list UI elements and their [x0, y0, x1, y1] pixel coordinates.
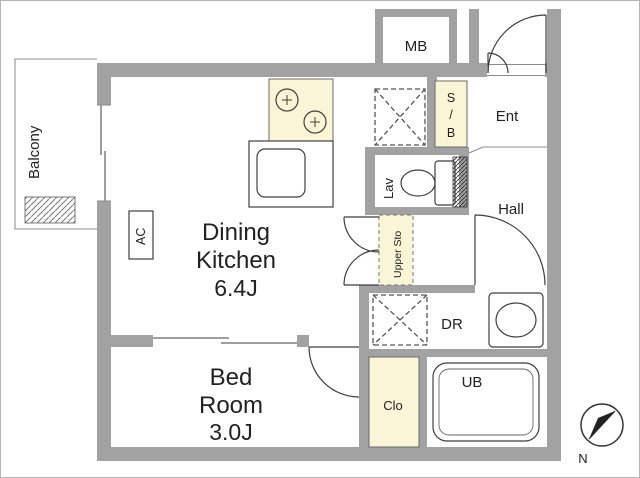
ac-box: [128, 210, 154, 260]
wall-segment: [547, 9, 561, 461]
stove-unit: [268, 78, 334, 142]
hall-door-swing-arc: [474, 214, 546, 286]
sliding-partition: [153, 335, 297, 347]
dressing-room: DR: [372, 292, 544, 348]
upper-storage: Upper Sto: [378, 214, 414, 286]
sink-basin: [256, 148, 306, 198]
entrance-step-line: [468, 146, 547, 154]
entrance-label: Ent: [496, 108, 519, 125]
balcony-partition-board: [24, 196, 76, 224]
ac-label: AC: [134, 228, 148, 245]
shoe-box-label: /: [449, 108, 453, 122]
compass-needle: [589, 411, 615, 439]
hall-label: Hall: [498, 201, 524, 218]
partition-opening: [153, 335, 297, 347]
burner-icon: [303, 110, 327, 134]
bathtub-outer: [432, 362, 540, 442]
wall-segment: [427, 77, 437, 155]
burner-cross: [310, 117, 320, 127]
meter-box-label: MB: [405, 38, 428, 55]
ac-spot: AC: [128, 210, 154, 260]
unit-bath: UB: [432, 362, 540, 442]
unit-bath-label: UB: [462, 374, 483, 391]
wall-segment: [97, 201, 111, 461]
shoe-box-area: [434, 80, 468, 148]
dk-double-door: [343, 216, 380, 286]
wall-segment: [111, 335, 153, 347]
shoe-box-label: S: [447, 91, 455, 105]
meter-box-interior: [383, 17, 449, 63]
closet-area: [368, 356, 420, 448]
wall-segment: [359, 285, 475, 293]
washer-cross: [372, 294, 428, 346]
dining-kitchen-line1: Dining: [202, 219, 270, 246]
wall-segment: [97, 447, 561, 461]
refrigerator-cross: [374, 88, 426, 146]
bathtub-inner: [438, 368, 534, 436]
balcony-label: Balcony: [26, 125, 43, 179]
wall-segment: [469, 9, 479, 63]
balcony-outline: [14, 58, 97, 230]
wall-segment: [419, 349, 427, 447]
entrance-area: Ent: [468, 108, 547, 154]
upper-storage-label: Upper Sto: [392, 231, 404, 278]
dining-kitchen-line2: Kitchen: [196, 247, 276, 274]
bed-room-line2: Room: [199, 392, 263, 419]
wall-segment: [359, 285, 369, 447]
sink-counter: [248, 140, 334, 208]
dressing-room-label: DR: [441, 316, 463, 333]
entrance-door: [487, 14, 547, 76]
bed-room-size: 3.0J: [209, 419, 252, 445]
dining-kitchen-size: 6.4J: [214, 275, 257, 301]
door-swing-arc: [343, 216, 380, 253]
door-swing-arc: [343, 249, 380, 286]
refrigerator-space: [374, 88, 426, 146]
lavatory-door-leaf: [452, 156, 468, 208]
shoe-box-label: B: [447, 126, 455, 140]
balcony-window: [97, 104, 111, 202]
north-label: N: [578, 451, 587, 466]
closet: Clo: [368, 356, 420, 448]
wall-segment: [365, 207, 469, 215]
compass-circle: [580, 403, 624, 447]
closet-label: Clo: [383, 398, 403, 413]
bedroom-door-swing-arc: [308, 346, 360, 398]
compass: N: [578, 403, 624, 466]
dining-kitchen-label: Dining Kitchen 6.4J: [196, 219, 276, 301]
wall-segment: [365, 147, 375, 215]
lavatory-label: Lav: [381, 178, 396, 199]
bed-room-line1: Bed: [210, 364, 253, 391]
washbasin-bowl: [495, 302, 537, 338]
shoe-box: S / B: [434, 80, 468, 148]
window-opening: [97, 105, 111, 201]
walls: [97, 9, 561, 461]
burner-cross: [282, 95, 292, 105]
kitchen-counter: [248, 78, 334, 208]
washbasin-counter: [488, 292, 544, 348]
wall-segment: [365, 147, 469, 155]
toilet-tank: [434, 160, 456, 206]
bed-room-label: Bed Room 3.0J: [199, 364, 263, 445]
lavatory: Lav: [381, 156, 468, 208]
washer-box: [372, 294, 428, 346]
wall-segment: [297, 335, 309, 347]
toilet-bowl: [400, 169, 436, 197]
wall-segment: [359, 349, 561, 357]
refrigerator-box: [374, 88, 426, 146]
door-swing-arc: [487, 14, 547, 74]
upper-storage-area: [378, 214, 414, 286]
balcony: Balcony: [14, 58, 97, 230]
burner-icon: [275, 88, 299, 112]
wall-segment: [97, 63, 111, 105]
door-swing-arc: [487, 52, 509, 74]
